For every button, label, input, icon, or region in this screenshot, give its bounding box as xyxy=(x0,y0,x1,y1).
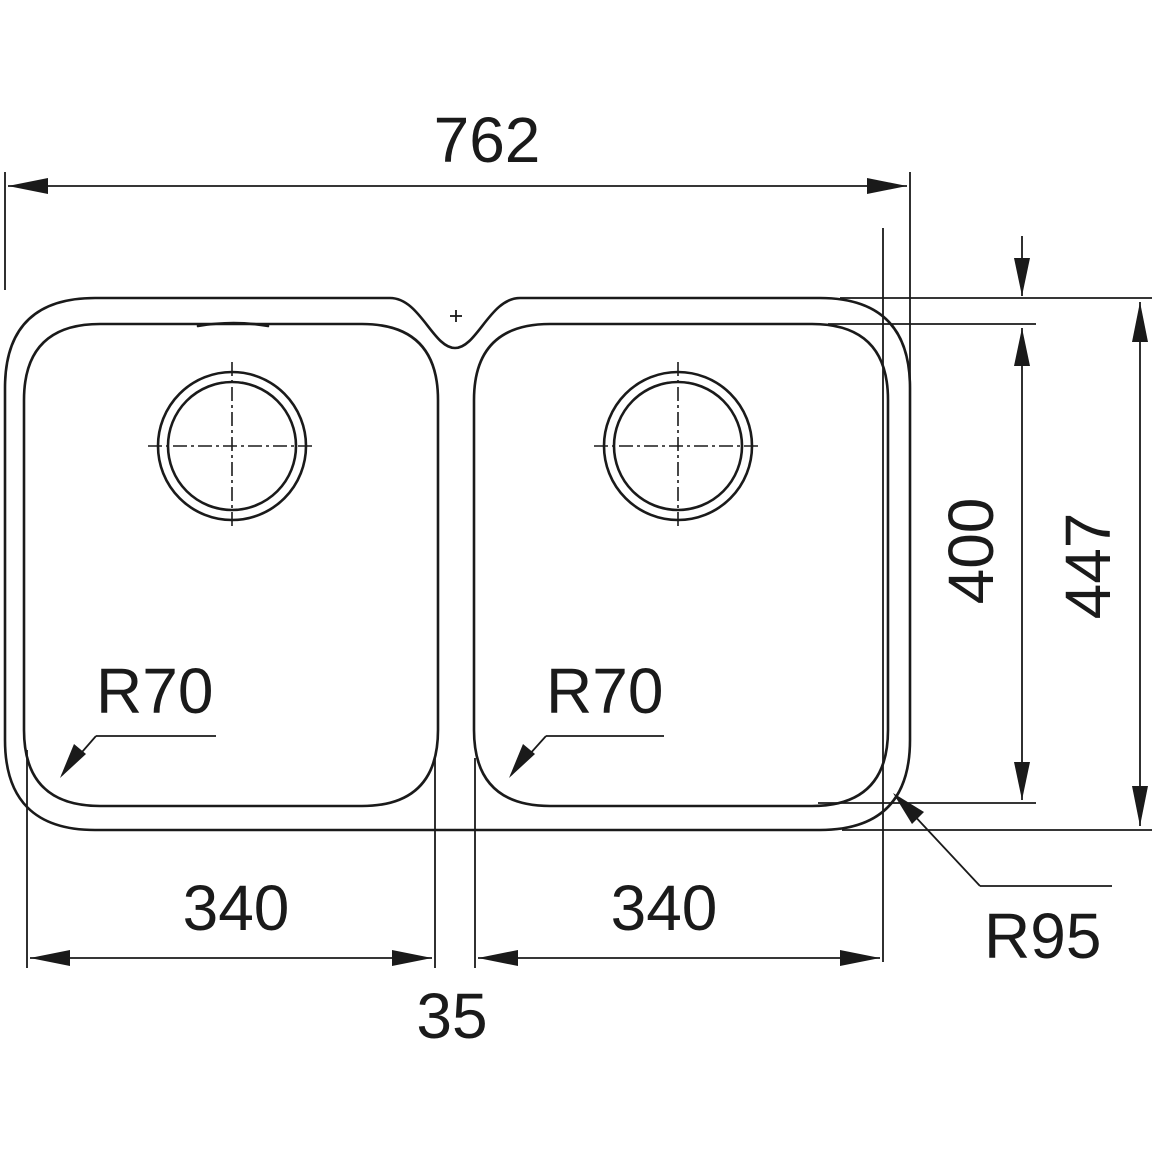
right-bowl-width-label: 340 xyxy=(611,872,718,944)
overall-depth-dimension xyxy=(1132,302,1148,826)
outer-corner-radius-label: R95 xyxy=(984,900,1101,972)
left-bowl-width-label: 340 xyxy=(183,872,290,944)
right-drain xyxy=(594,362,762,530)
faucet-mark xyxy=(450,310,462,322)
overall-width-dimension xyxy=(4,172,911,380)
left-corner-radius-label: R70 xyxy=(96,655,213,727)
bowl-depth-dimension xyxy=(1014,236,1030,800)
left-radius-leader xyxy=(60,735,216,778)
left-bowl-outline xyxy=(22,322,440,808)
bowl-depth-label: 400 xyxy=(935,498,1007,605)
center-gap-label: 35 xyxy=(416,980,487,1052)
overflow-slot xyxy=(196,321,270,328)
right-radius-leader xyxy=(509,735,664,778)
right-corner-radius-label: R70 xyxy=(546,655,663,727)
outer-radius-leader xyxy=(893,793,1112,887)
right-bowl-outline xyxy=(472,322,890,808)
left-drain xyxy=(148,362,316,530)
overall-depth-label: 447 xyxy=(1052,513,1124,620)
sink-outer-outline xyxy=(3,296,912,832)
overall-width-label: 762 xyxy=(434,104,541,176)
bowl-width-dimensions xyxy=(26,750,880,968)
